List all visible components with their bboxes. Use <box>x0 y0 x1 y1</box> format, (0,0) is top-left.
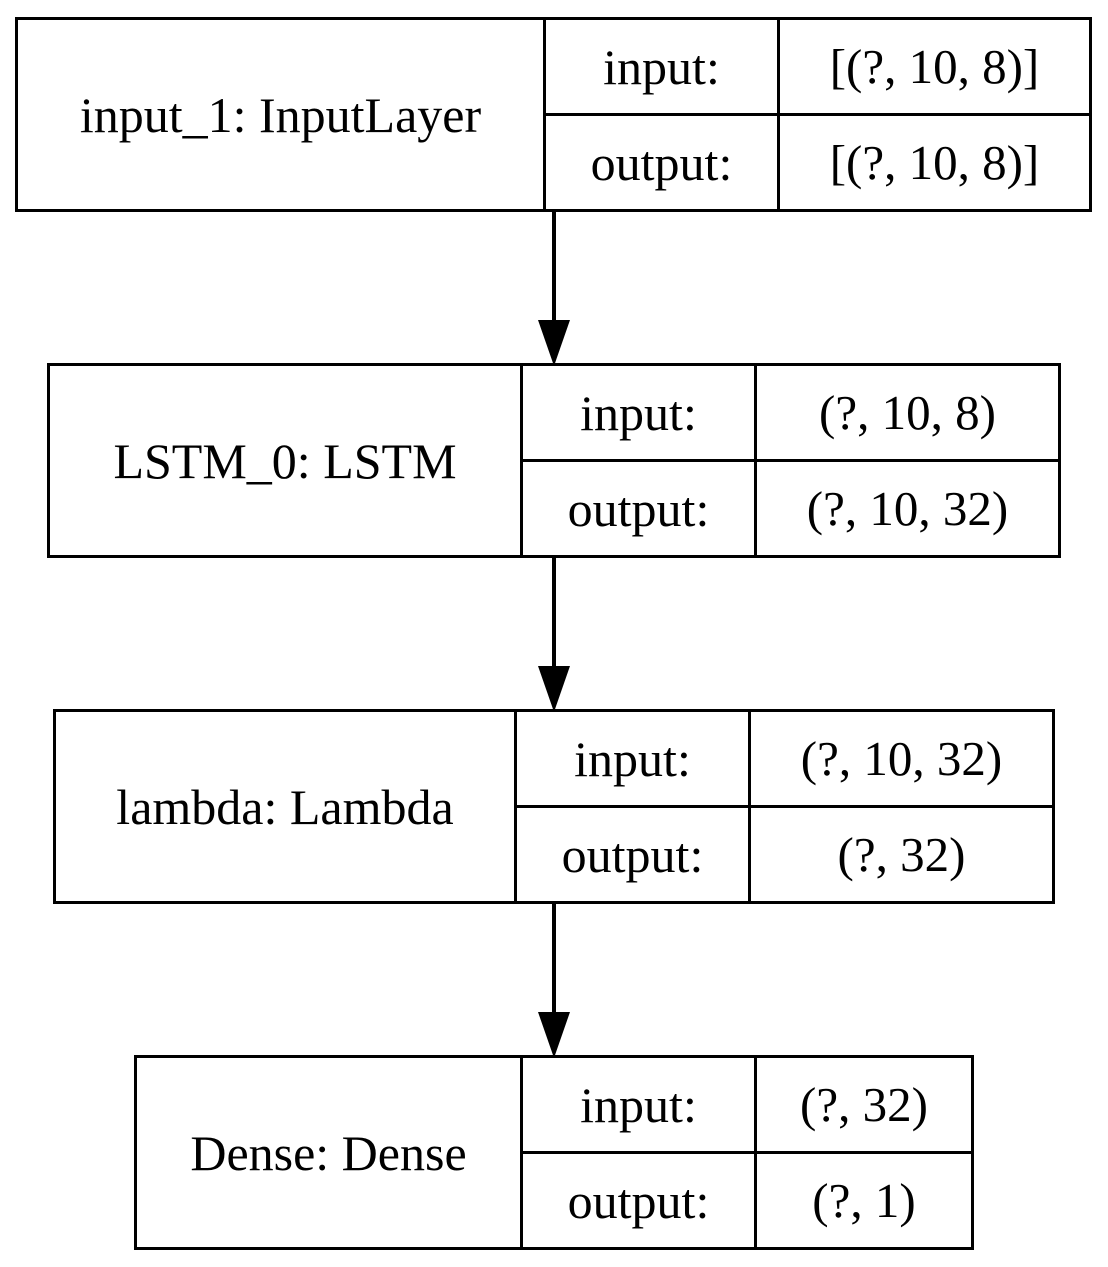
node-name: LSTM_0: LSTM <box>50 366 523 555</box>
io-values: (?, 10, 8) (?, 10, 32) <box>757 366 1058 555</box>
output-label: output: <box>567 480 710 537</box>
output-shape: (?, 32) <box>837 827 966 882</box>
output-shape: (?, 10, 32) <box>806 481 1009 536</box>
input-label: input: <box>517 712 748 808</box>
node-lstm: LSTM_0: LSTM input: output: (?, 10, 8) (… <box>47 363 1061 558</box>
input-shape: (?, 32) <box>757 1058 971 1154</box>
node-dense: Dense: Dense input: output: (?, 32) (?, … <box>134 1055 974 1250</box>
output-label: output: <box>590 134 733 191</box>
edge-input-to-lstm <box>538 210 570 366</box>
io-labels: input: output: <box>517 712 751 901</box>
input-label: input: <box>523 366 754 462</box>
io-labels: input: output: <box>546 20 780 209</box>
io-labels: input: output: <box>523 366 757 555</box>
node-lambda: lambda: Lambda input: output: (?, 10, 32… <box>53 709 1055 904</box>
edge-lambda-to-dense <box>538 902 570 1058</box>
node-name: Dense: Dense <box>137 1058 523 1247</box>
output-shape: [(?, 10, 8)] <box>829 135 1040 190</box>
input-shape: (?, 10, 32) <box>751 712 1052 808</box>
io-values: [(?, 10, 8)] [(?, 10, 8)] <box>780 20 1089 209</box>
input-label: input: <box>523 1058 754 1154</box>
node-name: input_1: InputLayer <box>18 20 546 209</box>
node-name: lambda: Lambda <box>56 712 517 901</box>
node-input-layer: input_1: InputLayer input: output: [(?, … <box>15 17 1092 212</box>
input-label: input: <box>546 20 777 116</box>
edge-lstm-to-lambda <box>538 556 570 712</box>
input-shape: (?, 10, 8) <box>757 366 1058 462</box>
io-labels: input: output: <box>523 1058 757 1247</box>
output-label: output: <box>567 1172 710 1229</box>
io-values: (?, 10, 32) (?, 32) <box>751 712 1052 901</box>
output-shape: (?, 1) <box>812 1173 916 1228</box>
input-shape: [(?, 10, 8)] <box>780 20 1089 116</box>
io-values: (?, 32) (?, 1) <box>757 1058 971 1247</box>
output-label: output: <box>561 826 704 883</box>
